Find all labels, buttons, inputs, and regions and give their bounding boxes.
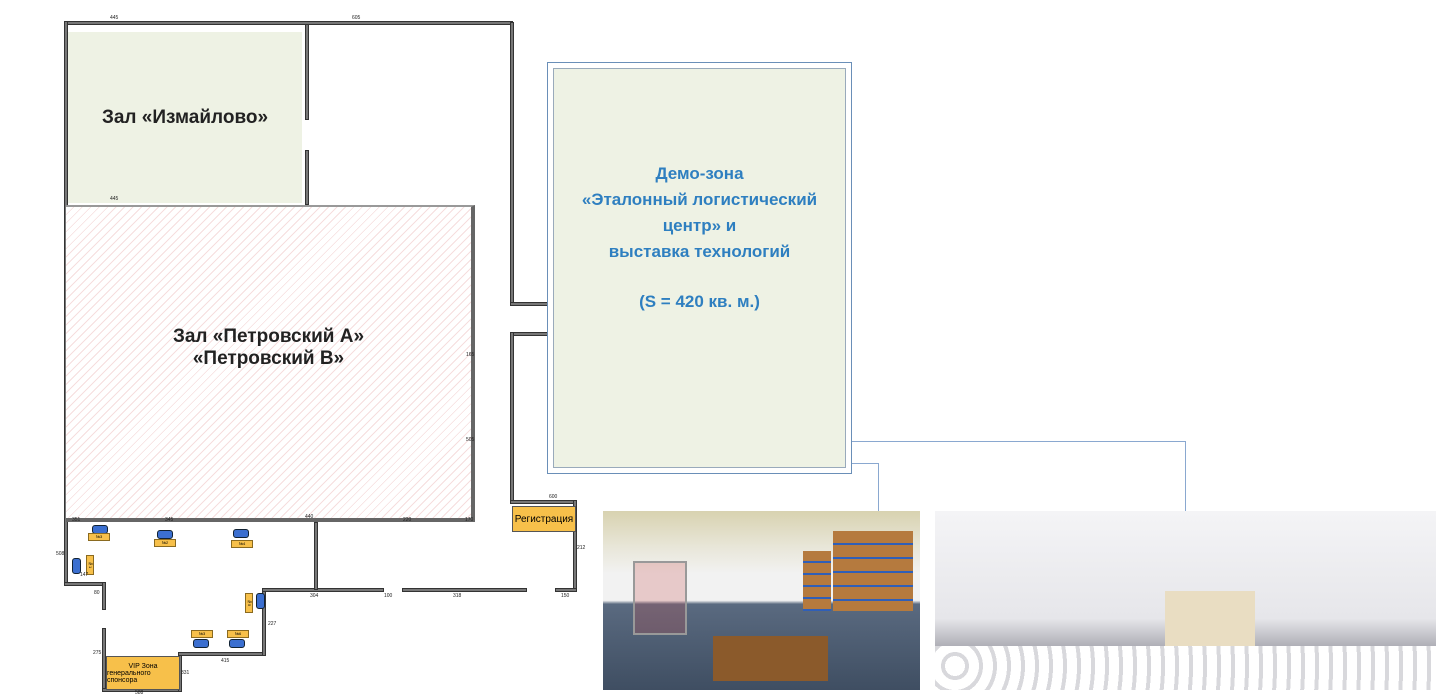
dimension: 351 [72,517,81,523]
sofa-icon [193,639,209,648]
dimension: 445 [110,15,119,21]
wall [555,588,577,592]
dimension: 220 [403,517,412,523]
stand[interactable]: №4 [231,540,253,548]
wall [510,332,514,502]
demo-area: (S = 420 кв. м.) [639,292,760,311]
sofa-icon [157,530,173,539]
dimension: 275 [93,650,102,656]
vip-sublabel: генерального спонсора [107,669,151,684]
connector-line [1185,441,1186,511]
dimension: 605 [352,15,361,21]
dimension: 100 [384,593,393,599]
wall [314,522,318,590]
registration-label: Регистрация [514,513,574,525]
dimension: 165 [466,352,475,358]
dimension: 227 [268,621,277,627]
registration-desk[interactable]: Регистрация [512,506,576,532]
shelving [803,551,831,611]
dimension: 80 [94,590,100,596]
connector-line [878,463,879,511]
stand[interactable]: №3 [88,533,110,541]
wall [510,302,548,306]
wall [510,22,514,305]
dimension: 505 [466,437,475,443]
dimension: 147 [80,572,89,578]
demo-subtitle: выставка технологий [608,242,791,261]
dimension: 600 [549,494,558,500]
dimension: 440 [305,514,314,520]
vip-zone[interactable]: VIP Зона генерального спонсора [106,656,180,690]
sofa-icon [256,593,265,609]
room-label-b: «Петровский В» [192,347,345,369]
stand[interactable]: №5 [245,593,253,613]
stand[interactable]: №6 [227,630,249,638]
sofa-icon [72,558,81,574]
room-izmaylovo[interactable]: Зал «Измайлово» [68,32,302,203]
vip-label: VIP Зона [128,662,158,670]
wall [510,332,548,336]
dimension: 345 [165,517,174,523]
warehouse-render-image [603,511,920,690]
room-petrovsky[interactable]: Зал «Петровский А» «Петровский В» [66,205,475,522]
wall [178,652,266,656]
sofa-icon [233,529,249,538]
wall-top [64,21,513,25]
stand[interactable]: №2 [154,539,176,547]
wall [102,582,106,610]
sofa-icon [229,639,245,648]
wall [305,150,309,205]
wall [262,588,384,592]
shelving [833,531,913,611]
wall [402,588,527,592]
dimension: 331 [181,670,190,676]
stand[interactable]: №3 [191,630,213,638]
dimension: 304 [310,593,319,599]
demo-title: Демо-зона [655,164,744,183]
demo-zone[interactable]: Демо-зона «Эталонный логистический центр… [547,62,852,474]
stage-backdrop [1165,591,1255,651]
boxes [713,636,828,681]
wall [305,24,309,120]
conveyor [633,561,687,635]
connector-line [852,441,1186,442]
room-label-a: Зал «Петровский А» [172,325,365,347]
room-label: Зал «Измайлово» [101,106,269,128]
dimension: 588 [135,690,144,696]
dimension: 415 [221,658,230,664]
dimension: 212 [577,545,586,551]
dimension: 445 [110,196,119,202]
wall [510,500,576,504]
event-hall-image [935,511,1436,690]
connector-line [852,463,878,464]
wall [64,582,106,586]
tables [935,646,1436,690]
demo-zone-inner: Демо-зона «Эталонный логистический центр… [553,68,846,468]
demo-subtitle: центр» и [662,216,737,235]
demo-subtitle: «Эталонный логистический [581,190,818,209]
dimension: 318 [453,593,462,599]
stand[interactable]: №1 [86,555,94,575]
dimension: 508 [56,551,65,557]
dimension: 150 [561,593,570,599]
dimension: 170 [465,517,474,523]
